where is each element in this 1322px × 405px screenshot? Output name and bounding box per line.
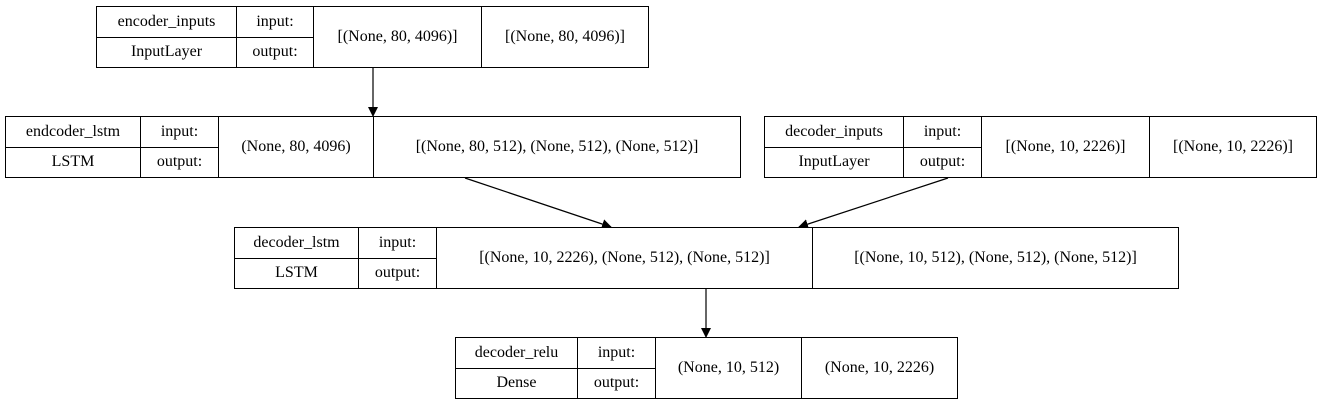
layer-identity: decoder_lstm LSTM [235,228,359,288]
layer-type: InputLayer [130,43,203,61]
node-decoder-inputs: decoder_inputs InputLayer input: output:… [764,116,1317,178]
io-labels: input: output: [141,117,219,177]
input-shape: [(None, 10, 2226)] [982,117,1150,177]
output-shape: [(None, 80, 4096)] [505,28,625,45]
node-decoder-lstm: decoder_lstm LSTM input: output: [(None,… [234,227,1179,289]
output-shape: [(None, 10, 512), (None, 512), (None, 51… [854,249,1137,266]
output-label: output: [593,374,640,392]
layer-identity: decoder_inputs InputLayer [765,117,904,177]
node-decoder-relu: decoder_relu Dense input: output: (None,… [455,337,958,399]
edge-decoder-inputs-to-decoder-lstm [798,177,949,229]
output-shape: (None, 10, 2226) [824,359,935,376]
output-label: output: [156,153,203,171]
io-labels: input: output: [904,117,982,177]
layer-name: endcoder_lstm [6,117,140,148]
output-label: output: [919,153,966,171]
input-label: input: [359,228,436,259]
layer-identity: encoder_inputs InputLayer [97,7,237,67]
layer-name: decoder_lstm [235,228,358,259]
layer-type: Dense [496,374,537,392]
io-labels: input: output: [359,228,437,288]
layer-name: encoder_inputs [97,7,236,38]
layer-identity: decoder_relu Dense [456,338,578,398]
layer-type: LSTM [275,264,318,282]
layer-type: InputLayer [798,153,870,171]
output-shape: [(None, 10, 2226)] [1173,138,1293,155]
node-encoder-inputs: encoder_inputs InputLayer input: output:… [96,6,649,68]
input-shape: [(None, 80, 4096)] [314,7,482,67]
output-label: output: [252,43,298,61]
io-labels: input: output: [578,338,656,398]
input-label: input: [237,7,313,38]
layer-type: LSTM [51,153,95,171]
layer-identity: endcoder_lstm LSTM [6,117,141,177]
input-shape: (None, 80, 4096) [219,117,374,177]
layer-name: decoder_relu [456,338,577,369]
node-encoder-lstm: endcoder_lstm LSTM input: output: (None,… [5,116,741,178]
input-label: input: [904,117,981,148]
io-labels: input: output: [237,7,314,67]
input-shape: (None, 10, 512) [656,338,802,398]
input-shape: [(None, 10, 2226), (None, 512), (None, 5… [437,228,813,288]
output-label: output: [374,264,421,282]
input-label: input: [578,338,655,369]
output-shape: [(None, 80, 512), (None, 512), (None, 51… [415,138,699,155]
layer-name: decoder_inputs [765,117,903,148]
edge-encoder-lstm-to-decoder-lstm [464,177,612,229]
input-label: input: [141,117,218,148]
